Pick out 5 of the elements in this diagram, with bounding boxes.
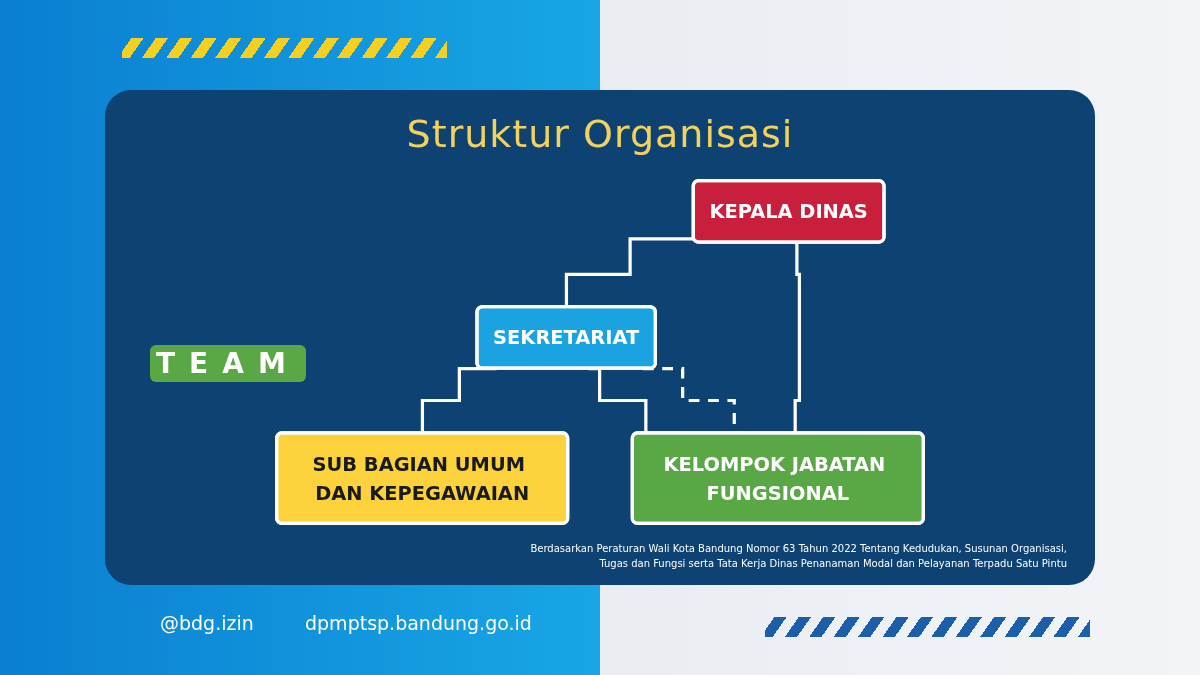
- letter-text: TEAM: [150, 345, 306, 382]
- title: Struktur Organisasi: [405, 112, 795, 156]
- caption: Berdasarkan Peraturan Wali Kota Bandung Nomor 63 Tahun 2022 Tentang Kedudukan, Susunan Organisasi, Tugas dan Fungsi serta Tata Kerja Dinas Penanaman Modal dan Pelayanan Terpadu Satu Pintu: [529, 542, 1067, 571]
- website-link: dpmptsp.bandung.go.id: [305, 612, 532, 634]
- social-handle: @bdg.izin: [160, 612, 254, 634]
